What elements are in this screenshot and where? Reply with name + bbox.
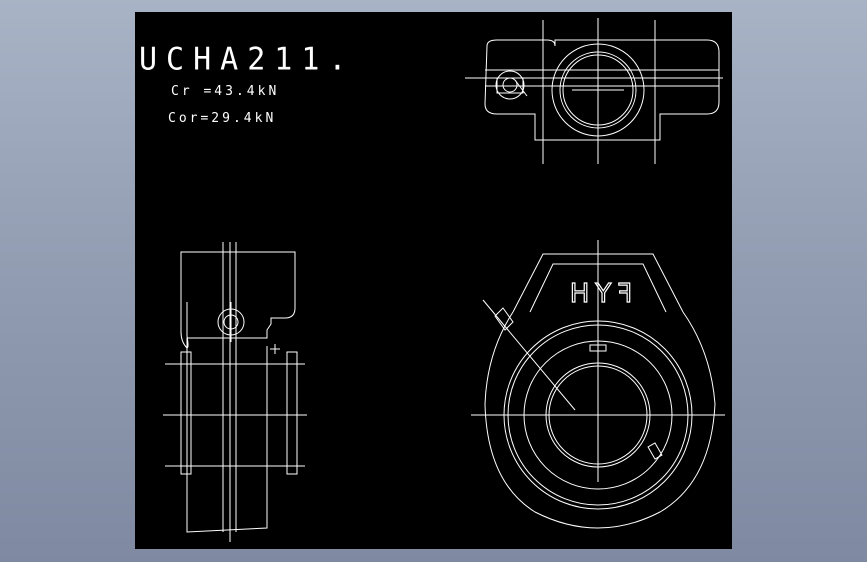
- front-view-brand-mark: FYH: [564, 279, 632, 309]
- top-view-bearing-outer: [551, 43, 645, 137]
- static-load-rating: Cor=29.4kN: [168, 111, 277, 126]
- front-view-bearing-inner: [545, 362, 651, 468]
- front-view-housing-head: [512, 253, 684, 313]
- top-view-housing-outline: [484, 39, 720, 141]
- front-view: FYH: [471, 240, 725, 529]
- dynamic-load-rating: Cr =43.4kN: [171, 84, 280, 99]
- front-view-bearing-outer: [503, 320, 693, 510]
- cad-drawing: FYH: [163, 18, 725, 542]
- top-view-bearing-inner: [559, 51, 637, 129]
- top-view-grease-fitting: [495, 70, 528, 100]
- side-view: [163, 242, 307, 542]
- cad-viewport[interactable]: FYH UCHA211. Cr =43.4kN Cor=29.4kN: [135, 12, 732, 549]
- front-view-bore: [548, 365, 648, 465]
- top-view: [465, 18, 723, 164]
- part-number-label: UCHA211.: [139, 41, 356, 78]
- side-view-body: [186, 346, 268, 533]
- front-view-housing-body: [484, 311, 716, 529]
- front-view-set-screw: [494, 307, 514, 331]
- side-view-housing: [180, 251, 296, 350]
